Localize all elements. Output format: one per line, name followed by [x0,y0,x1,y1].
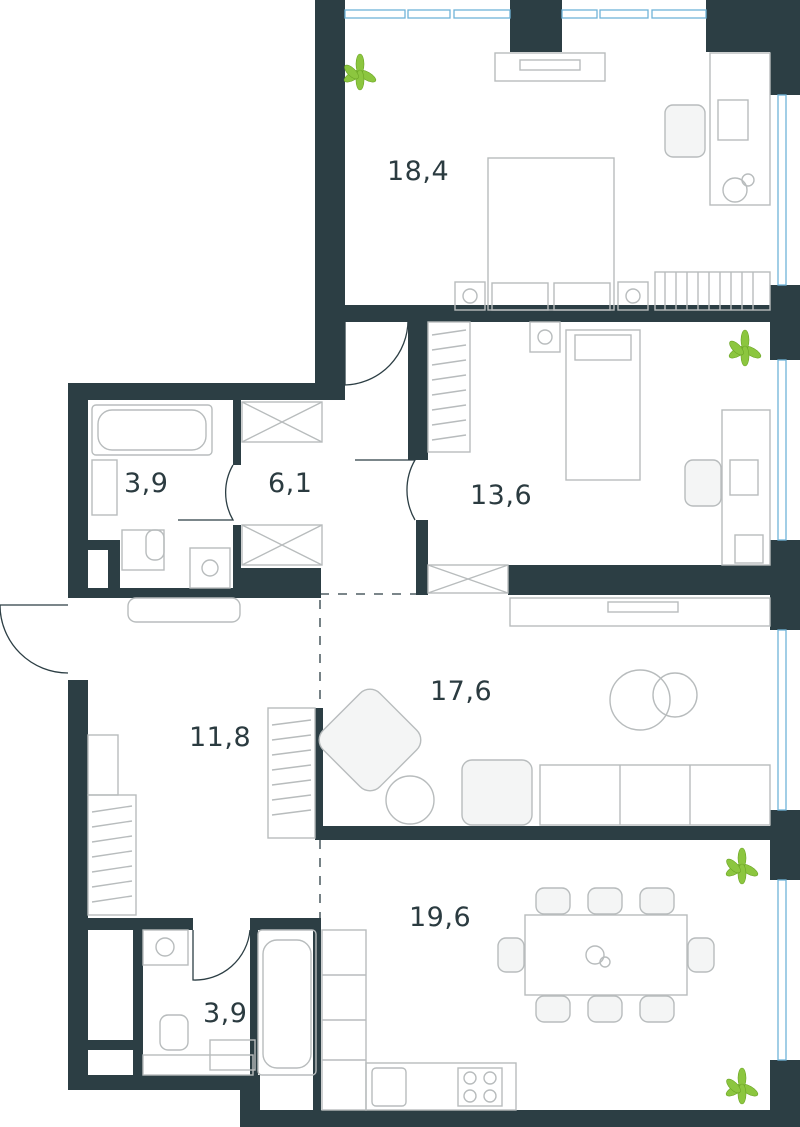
area-label-kitchen-dining: 19,6 [409,902,472,933]
plant-icon [343,53,377,91]
walls [68,0,800,1127]
area-label-corridor: 6,1 [268,468,313,499]
area-label-bedroom-second: 13,6 [470,480,533,511]
furniture [87,52,771,1111]
plants [343,53,762,1105]
area-label-bathroom-lower: 3,9 [203,998,248,1029]
area-label-living-room: 17,6 [430,676,493,707]
windows [344,9,787,1061]
doors [0,319,420,981]
area-label-hallway: 11,8 [189,722,252,753]
area-label-bathroom-upper: 3,9 [124,468,169,499]
plant-icon [728,329,762,367]
plant-icon [725,847,759,885]
plant-icon [725,1067,759,1105]
area-label-bedroom-main: 18,4 [387,156,450,187]
